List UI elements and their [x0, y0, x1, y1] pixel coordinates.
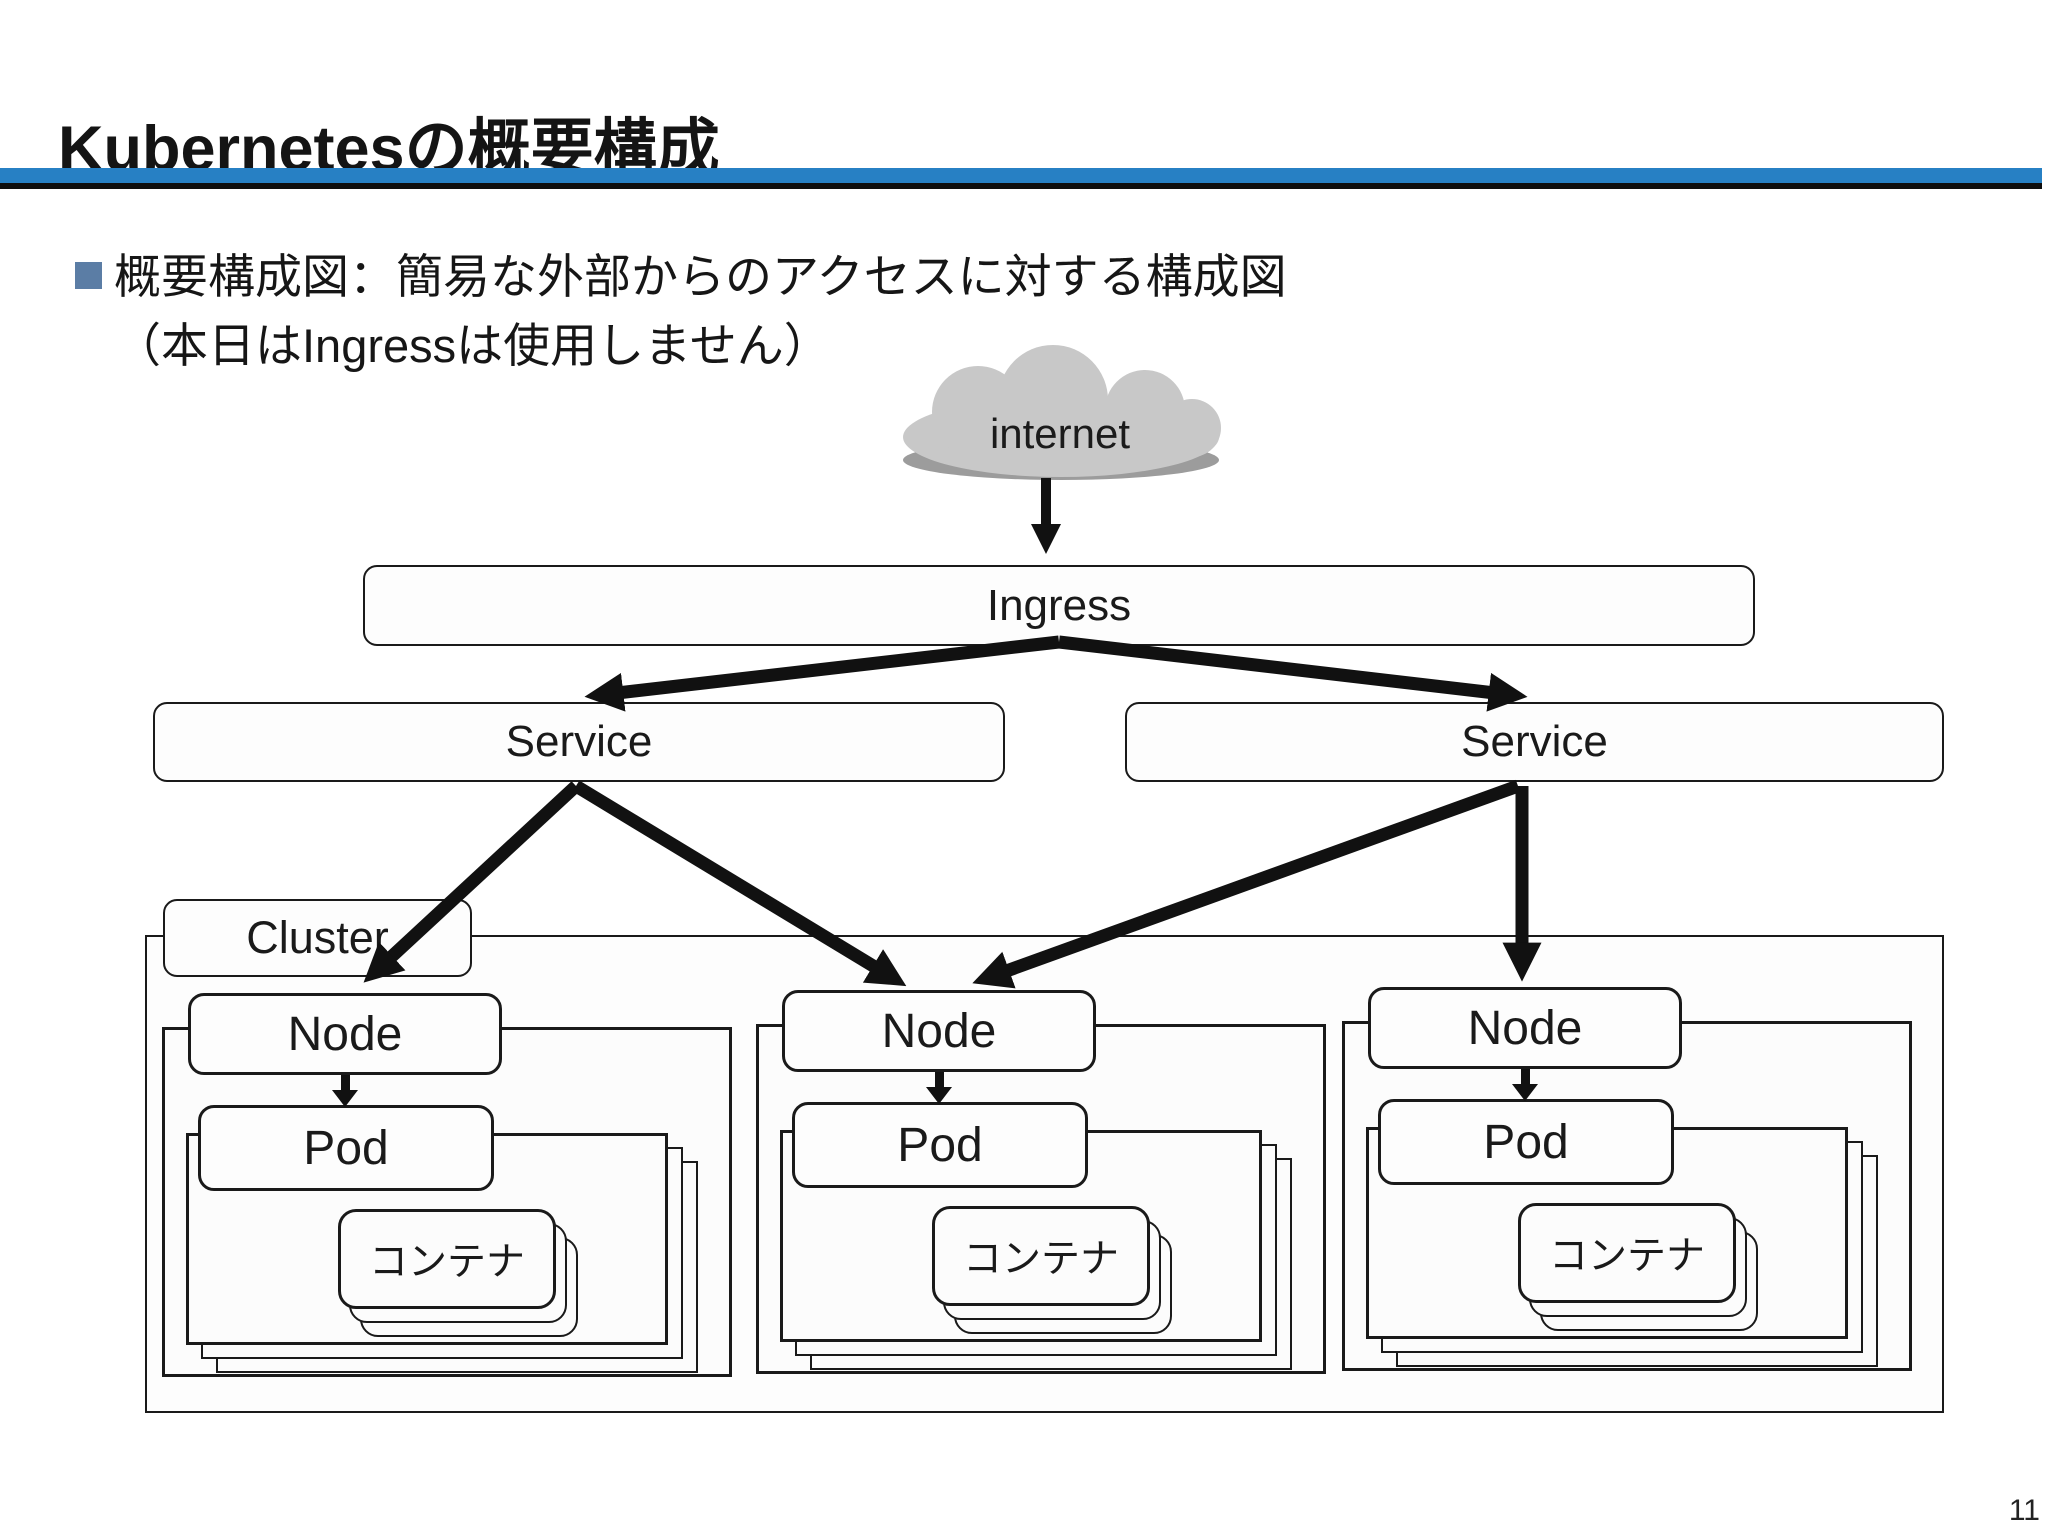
service-box-left: Service [153, 702, 1005, 782]
title-divider-line [0, 183, 2042, 189]
node-group-1: Pod コンテナ Node [162, 987, 762, 1411]
bullet-marker [75, 262, 102, 289]
container-box: コンテナ [932, 1206, 1150, 1306]
pod-label-box: Pod [1378, 1099, 1674, 1185]
node-label-box: Node [1368, 987, 1682, 1069]
bullet-text-line1: 概要構成図：簡易な外部からのアクセスに対する構成図 [114, 250, 1287, 303]
pod-label-box: Pod [198, 1105, 494, 1191]
page-number: 11 [2008, 1494, 2040, 1527]
arrow-ingress-to-service-right [1058, 635, 1528, 712]
node-to-pod-arrow-shaft [341, 1075, 350, 1091]
arrow-ingress-to-service-left [584, 635, 1060, 712]
node-to-pod-arrow-shaft [935, 1072, 944, 1088]
pod-label-box: Pod [792, 1102, 1088, 1188]
node-label-box: Node [188, 993, 502, 1075]
node-to-pod-arrow-head [1512, 1084, 1538, 1101]
node-group-2: Pod コンテナ Node [756, 984, 1356, 1408]
node-to-pod-arrow-shaft [1521, 1069, 1530, 1085]
node-label-box: Node [782, 990, 1096, 1072]
internet-label: internet [989, 410, 1131, 457]
container-box: コンテナ [1518, 1203, 1736, 1303]
container-box: コンテナ [338, 1209, 556, 1309]
node-to-pod-arrow-head [332, 1090, 358, 1107]
ingress-box: Ingress [363, 565, 1755, 646]
service-box-right: Service [1125, 702, 1944, 782]
bullet-text-line2: （本日はIngressは使用しません） [114, 319, 831, 372]
title-accent-bar [0, 168, 2042, 183]
node-group-3: Pod コンテナ Node [1342, 981, 1942, 1405]
cluster-label-box: Cluster [163, 899, 472, 977]
node-to-pod-arrow-head [926, 1087, 952, 1104]
